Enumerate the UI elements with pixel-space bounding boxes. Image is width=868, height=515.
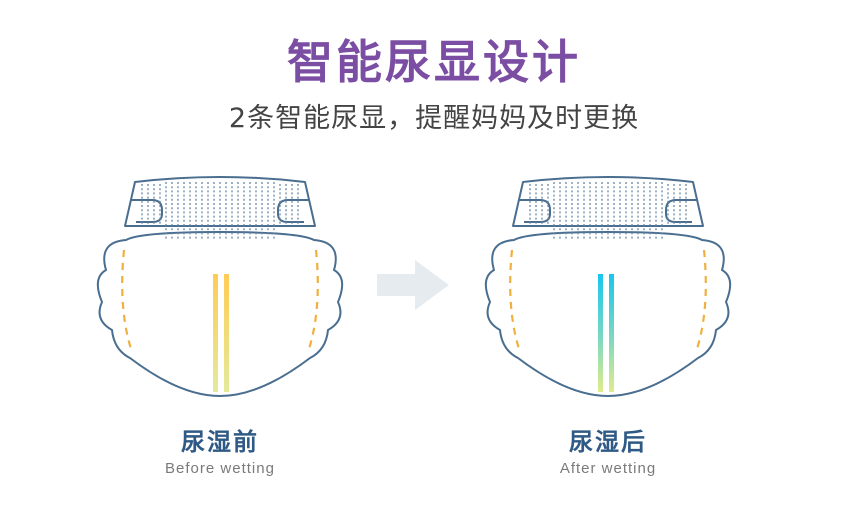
page-subtitle: 2条智能尿显，提醒妈妈及时更换 xyxy=(228,103,640,134)
wetness-indicator-strip xyxy=(598,274,603,392)
page-title: 智能尿显设计 xyxy=(287,35,581,89)
before-label-en: Before wetting xyxy=(165,460,275,477)
after-label: 尿湿后 xyxy=(569,428,647,456)
diaper-after-illustration xyxy=(484,176,732,397)
diaper-before-illustration xyxy=(96,176,344,397)
wetness-indicator-strip xyxy=(224,274,229,392)
wetness-indicator-strip xyxy=(609,274,614,392)
before-wetting-panel: 尿湿前 Before wetting xyxy=(90,170,350,490)
after-label-en: After wetting xyxy=(559,460,657,477)
arrow-right-icon xyxy=(377,260,449,310)
wetness-indicator-strip xyxy=(213,274,218,392)
after-wetting-panel: 尿湿后 After wetting xyxy=(478,170,738,490)
before-label: 尿湿前 xyxy=(181,428,259,456)
